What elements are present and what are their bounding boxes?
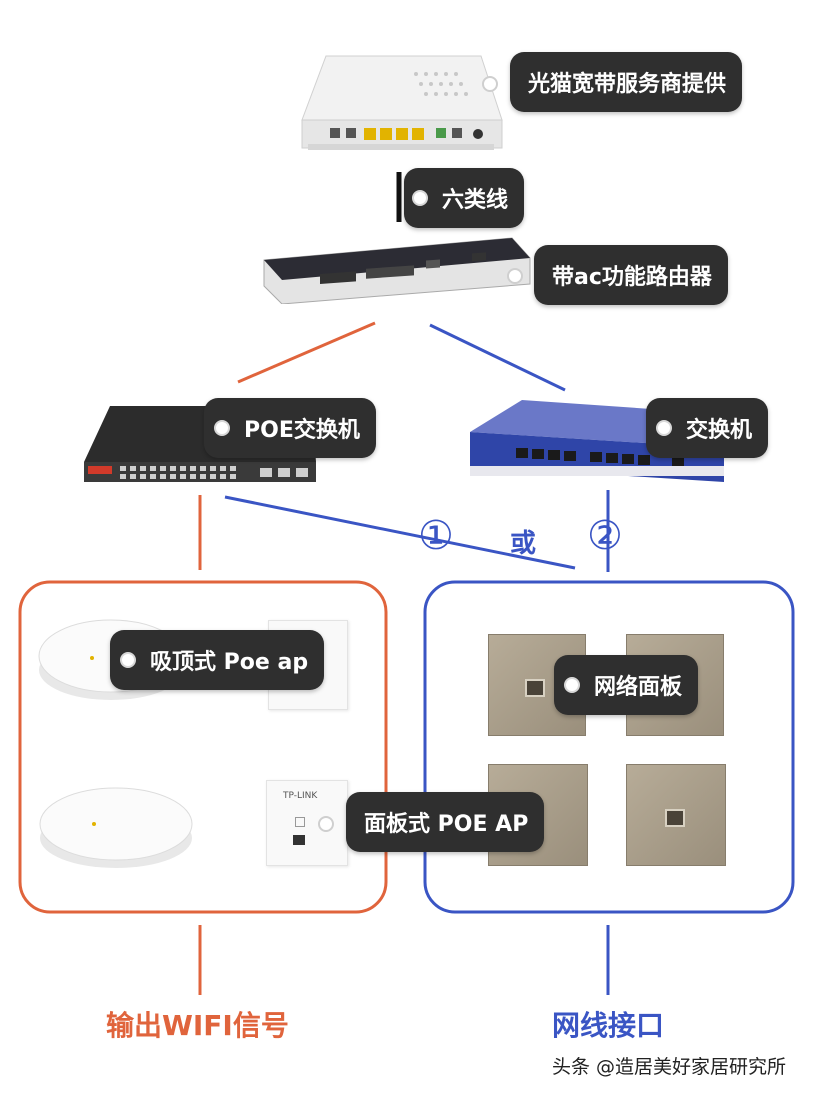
poe-switch-label: POE交换机 [204, 398, 376, 458]
poe-switch-label-text: POE交换机 [244, 418, 360, 443]
panel-ap-port [293, 835, 305, 845]
panel-ap-brand: TP-LINK [283, 791, 318, 801]
option-2-marker: ② [587, 513, 623, 559]
cable-pointer-dot [412, 190, 428, 206]
watermark: 头条 @造居美好家居研究所 [552, 1056, 787, 1078]
panel-ap-device: TP-LINK [266, 780, 348, 866]
option-1-marker: ① [418, 513, 454, 559]
network-port-caption: 网线接口 [552, 1009, 665, 1042]
panel-label-text: 网络面板 [594, 675, 683, 700]
modem-label: 光猫宽带服务商提供 [510, 52, 743, 112]
panel-ap-label: 面板式 POE AP [346, 792, 545, 852]
ceiling-ap-label: 吸顶式 Poe ap [110, 630, 325, 690]
router-poe-line [237, 321, 376, 384]
poe-port-line [224, 495, 576, 570]
ceiling-ap-device [39, 787, 193, 868]
wifi-group-frame [18, 580, 388, 914]
router-pointer-dot [507, 268, 523, 284]
ceiling-ap-label-text: 吸顶式 Poe ap [150, 650, 309, 675]
cable-label-text: 六类线 [442, 188, 509, 213]
optical-modem-device [301, 55, 503, 150]
panel-pointer-dot [564, 677, 580, 693]
panel-label: 网络面板 [554, 655, 699, 715]
ceiling-ap-pointer-dot [120, 652, 136, 668]
modem-pointer-dot [482, 76, 498, 92]
router-label: 带ac功能路由器 [534, 245, 728, 305]
switch-label-text: 交换机 [686, 418, 753, 443]
modem-label-text: 光猫宽带服务商提供 [528, 72, 727, 97]
switch-pointer-dot [656, 420, 672, 436]
switch-label: 交换机 [646, 398, 769, 458]
wifi-output-caption: 输出WIFI信号 [106, 1009, 289, 1042]
cable-label: 六类线 [404, 168, 525, 228]
port-group-frame [423, 580, 795, 914]
panel-ap-label-text: 面板式 POE AP [364, 812, 529, 837]
router-switch-line [429, 323, 566, 392]
panel-ap-pointer-dot [318, 816, 334, 832]
router-device [263, 237, 531, 304]
option-or-text: 或 [510, 529, 537, 559]
network-panel-device [626, 764, 726, 866]
panel-ap-led [295, 817, 305, 827]
poe-switch-pointer-dot [214, 420, 230, 436]
router-label-text: 带ac功能路由器 [552, 265, 712, 290]
